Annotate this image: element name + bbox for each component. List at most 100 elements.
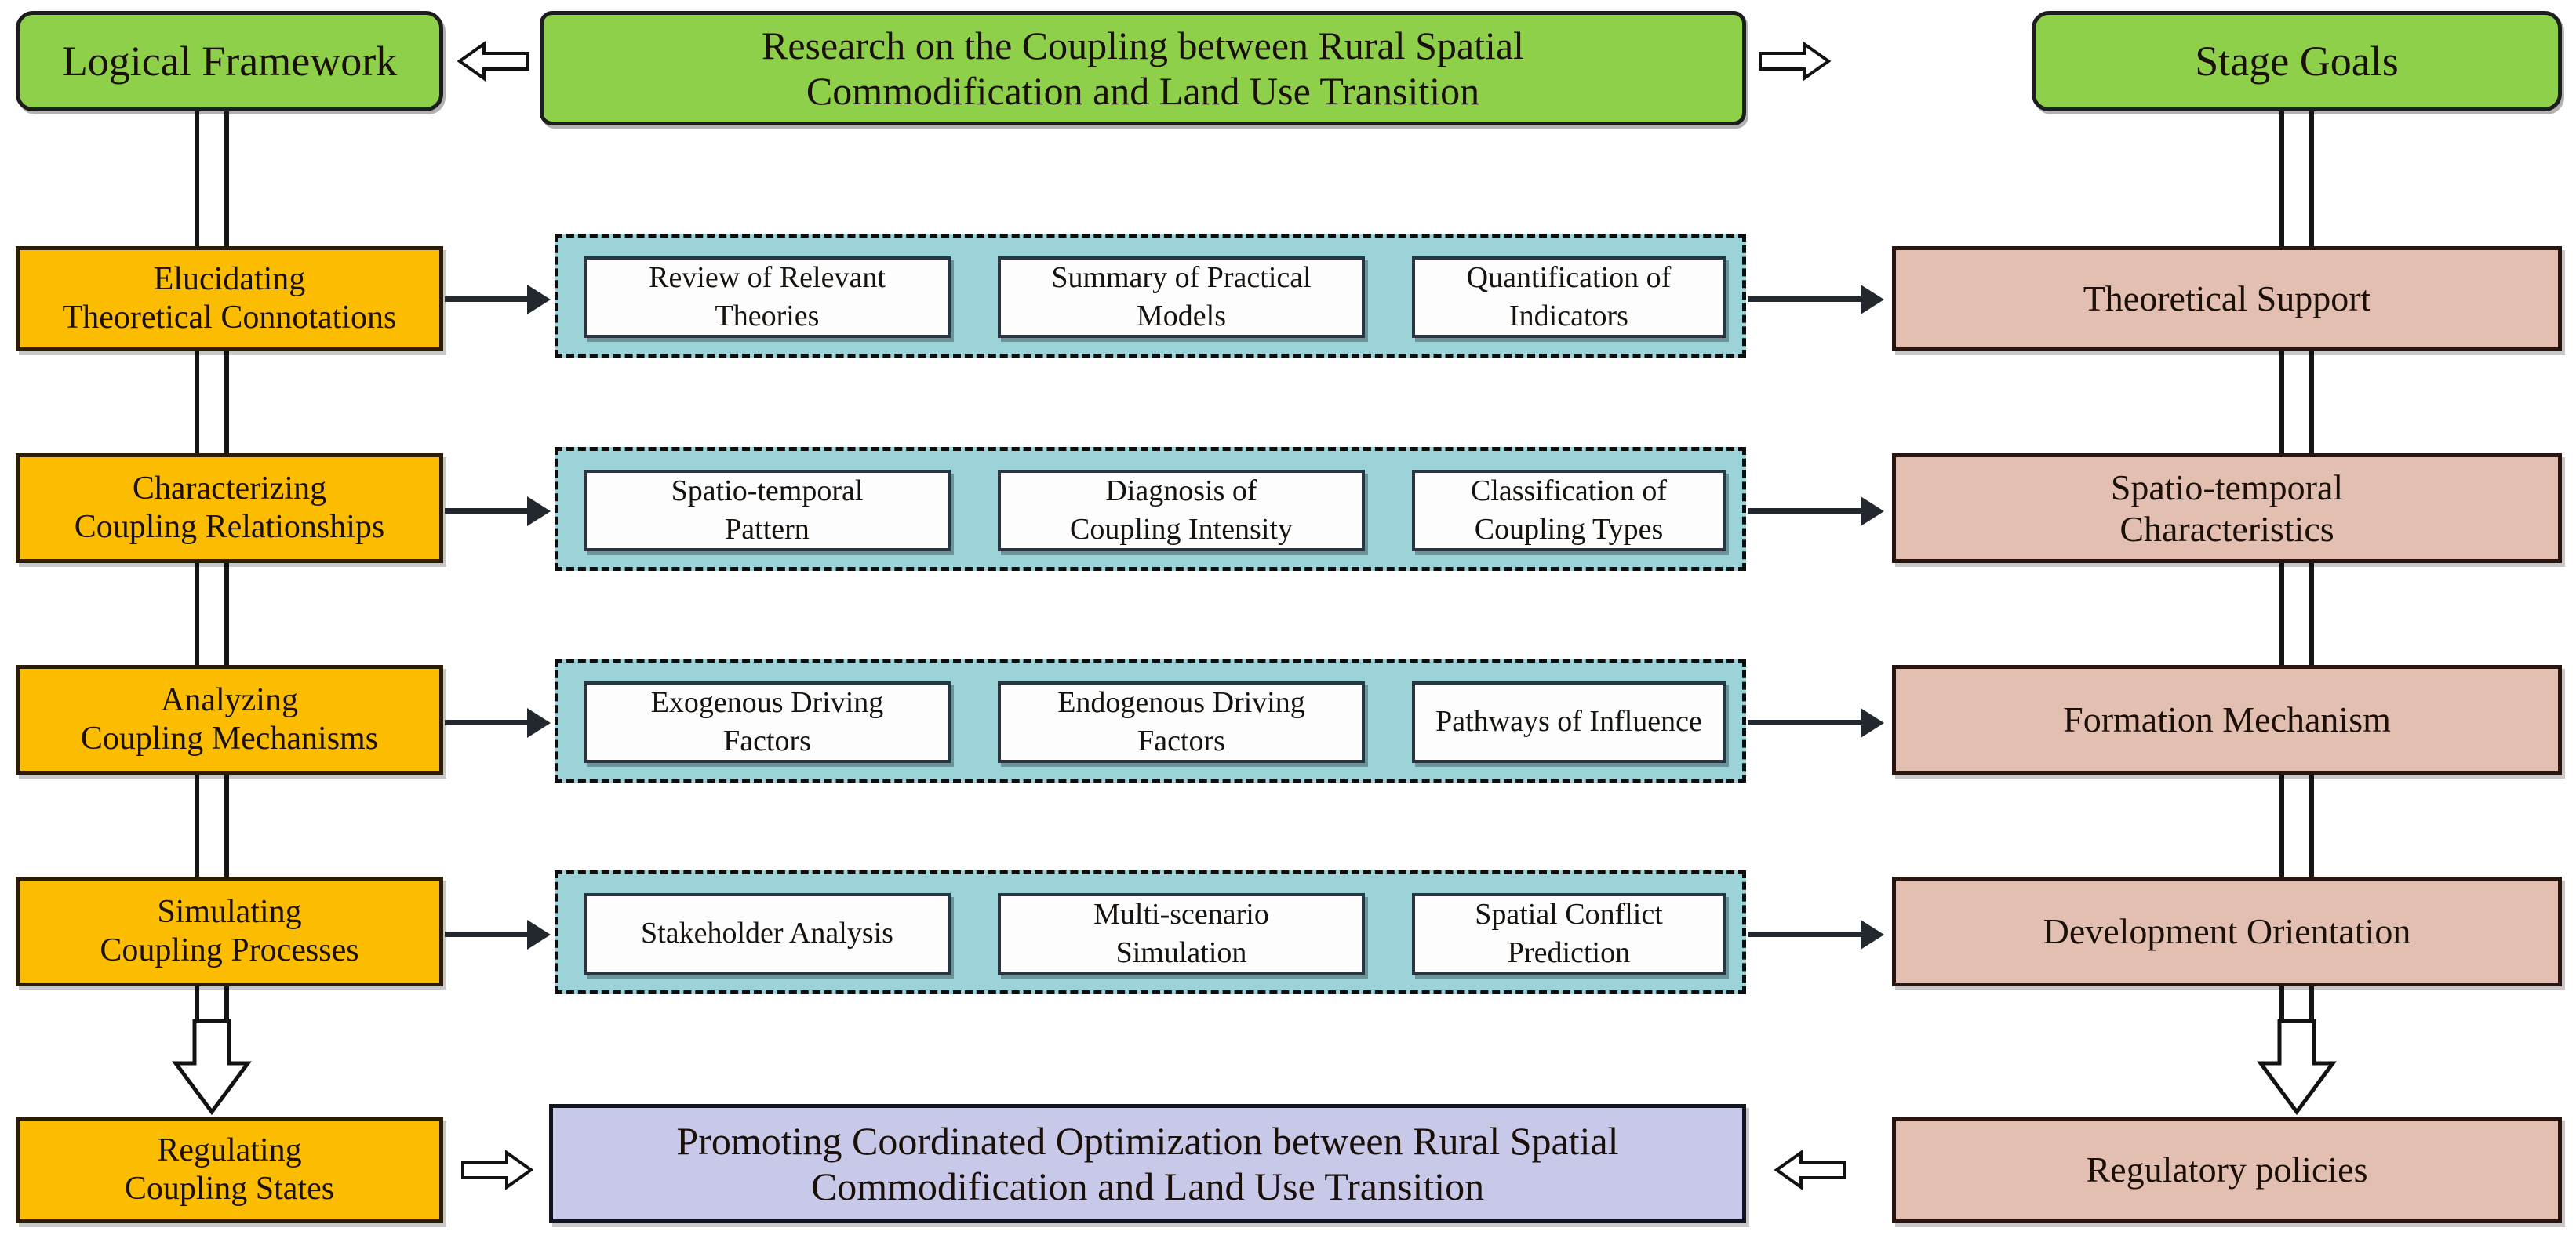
connector-group-2-to-goal-2: [1748, 508, 1865, 514]
method-card-3-3-line-1: Pathways of Influence: [1435, 705, 1702, 739]
method-card-4-2-line-1: Multi-scenario: [1093, 897, 1269, 931]
left-header-logical-framework: Logical Framework: [16, 11, 443, 111]
method-card-1-2: Summary of Practical Models: [998, 256, 1365, 338]
diagram-title-line-1: Research on the Coupling between Rural S…: [762, 24, 1524, 67]
method-card-2-3: Classification of Coupling Types: [1412, 470, 1726, 551]
left-spine-segment-1: [195, 351, 229, 453]
right-spine-segment-4: [2279, 986, 2314, 1040]
arrow-title-to-right-header: [1759, 33, 1831, 89]
goal-box-1-line-1: Theoretical Support: [2083, 278, 2371, 319]
step-box-5-line-1: Regulating: [157, 1132, 302, 1169]
left-spine-segment-2: [195, 563, 229, 665]
goal-box-5-regulatory-policies: Regulatory policies: [1892, 1117, 2562, 1223]
method-card-4-2-line-2: Simulation: [1115, 936, 1247, 969]
step-box-4-line-1: Simulating: [157, 894, 302, 931]
right-spine-segment-2: [2279, 563, 2314, 665]
goal-box-2: Spatio-temporal Characteristics: [1892, 453, 2562, 563]
step-box-2-line-2: Coupling Relationships: [74, 509, 385, 545]
method-group-3: Exogenous Driving Factors Endogenous Dri…: [555, 659, 1746, 783]
method-card-2-1: Spatio-temporal Pattern: [584, 470, 951, 551]
goal-box-1: Theoretical Support: [1892, 246, 2562, 351]
method-card-2-1-line-2: Pattern: [725, 513, 810, 546]
step-box-3-line-2: Coupling Mechanisms: [80, 721, 379, 757]
method-card-1-3-line-2: Indicators: [1509, 300, 1628, 332]
step-box-1-line-1: Elucidating: [153, 261, 306, 298]
step-box-1: Elucidating Theoretical Connotations: [16, 246, 443, 351]
method-card-1-3-line-1: Quantification of: [1466, 260, 1672, 294]
method-group-4: Stakeholder Analysis Multi-scenario Simu…: [555, 870, 1746, 994]
goal-box-3-line-1: Formation Mechanism: [2063, 699, 2391, 740]
method-card-4-3-line-1: Spatial Conflict: [1475, 897, 1663, 931]
left-spine-segment-3: [195, 775, 229, 877]
outcome-line-2: Commodification and Land Use Transition: [810, 1164, 1485, 1208]
connector-group-4-to-goal-4: [1748, 932, 1865, 937]
arrowhead-step-4-to-group-4: [527, 920, 551, 950]
left-spine-segment-4: [195, 986, 229, 1040]
goal-box-5-line-1: Regulatory policies: [2086, 1150, 2368, 1190]
method-card-4-1: Stakeholder Analysis: [584, 893, 951, 975]
right-spine-segment-3: [2279, 775, 2314, 877]
method-card-3-2-line-2: Factors: [1137, 725, 1225, 757]
method-card-1-1-line-1: Review of Relevant: [649, 260, 886, 294]
step-box-2-line-1: Characterizing: [132, 470, 327, 507]
method-card-2-1-line-1: Spatio-temporal: [671, 474, 864, 507]
connector-group-3-to-goal-3: [1748, 720, 1865, 725]
outcome-box: Promoting Coordinated Optimization betwe…: [549, 1104, 1746, 1223]
method-card-4-1-line-1: Stakeholder Analysis: [641, 917, 893, 950]
method-card-2-2-line-2: Coupling Intensity: [1070, 513, 1293, 546]
step-box-3-line-1: Analyzing: [161, 682, 298, 719]
step-box-4-line-2: Coupling Processes: [100, 932, 359, 968]
method-card-4-3: Spatial Conflict Prediction: [1412, 893, 1726, 975]
connector-group-1-to-goal-1: [1748, 296, 1865, 302]
method-card-1-3: Quantification of Indicators: [1412, 256, 1726, 338]
left-header-label: Logical Framework: [61, 37, 398, 85]
method-card-1-1: Review of Relevant Theories: [584, 256, 951, 338]
connector-step-3-to-group-3: [445, 720, 531, 725]
arrowhead-group-3-to-goal-3: [1861, 708, 1884, 738]
arrowhead-group-4-to-goal-4: [1861, 920, 1884, 950]
method-card-1-2-line-1: Summary of Practical: [1051, 260, 1312, 294]
arrowhead-group-2-to-goal-2: [1861, 496, 1884, 526]
method-card-3-2: Endogenous Driving Factors: [998, 681, 1365, 763]
arrow-regulatory-policies-to-outcome: [1774, 1142, 1846, 1198]
diagram-title-line-2: Commodification and Land Use Transition: [806, 69, 1480, 113]
arrowhead-step-1-to-group-1: [527, 285, 551, 314]
connector-step-2-to-group-2: [445, 508, 531, 514]
step-box-3: Analyzing Coupling Mechanisms: [16, 665, 443, 775]
step-box-4: Simulating Coupling Processes: [16, 877, 443, 986]
method-card-3-1: Exogenous Driving Factors: [584, 681, 951, 763]
right-spine-segment-1: [2279, 351, 2314, 453]
method-group-1: Review of Relevant Theories Summary of P…: [555, 234, 1746, 358]
method-group-2: Spatio-temporal Pattern Diagnosis of Cou…: [555, 447, 1746, 571]
step-box-5-regulating: Regulating Coupling States: [16, 1117, 443, 1223]
arrow-down-to-regulatory-policies: [2256, 1019, 2338, 1115]
connector-step-1-to-group-1: [445, 296, 531, 302]
right-header-stage-goals: Stage Goals: [2032, 11, 2562, 111]
step-box-1-line-2: Theoretical Connotations: [62, 300, 397, 336]
method-card-2-2-line-1: Diagnosis of: [1105, 474, 1257, 507]
method-card-2-2: Diagnosis of Coupling Intensity: [998, 470, 1365, 551]
method-card-3-2-line-1: Endogenous Driving: [1057, 685, 1305, 719]
arrowhead-group-1-to-goal-1: [1861, 285, 1884, 314]
method-card-3-1-line-2: Factors: [723, 725, 811, 757]
step-box-2: Characterizing Coupling Relationships: [16, 453, 443, 563]
right-spine-segment-0: [2279, 111, 2314, 246]
goal-box-3: Formation Mechanism: [1892, 665, 2562, 775]
arrow-down-to-regulating: [171, 1019, 253, 1115]
goal-box-2-line-1: Spatio-temporal: [2110, 467, 2344, 507]
goal-box-2-line-2: Characteristics: [2119, 509, 2334, 549]
arrow-title-to-left-header: [457, 33, 529, 89]
connector-step-4-to-group-4: [445, 932, 531, 937]
step-box-5-line-2: Coupling States: [124, 1171, 335, 1207]
outcome-line-1: Promoting Coordinated Optimization betwe…: [676, 1119, 1619, 1163]
goal-box-4: Development Orientation: [1892, 877, 2562, 986]
arrowhead-step-2-to-group-2: [527, 496, 551, 526]
method-card-3-1-line-1: Exogenous Driving: [650, 685, 884, 719]
method-card-1-1-line-2: Theories: [715, 300, 820, 332]
method-card-4-2: Multi-scenario Simulation: [998, 893, 1365, 975]
method-card-3-3: Pathways of Influence: [1412, 681, 1726, 763]
method-card-2-3-line-1: Classification of: [1470, 474, 1668, 507]
right-header-label: Stage Goals: [2195, 37, 2399, 85]
method-card-4-3-line-2: Prediction: [1507, 936, 1631, 969]
